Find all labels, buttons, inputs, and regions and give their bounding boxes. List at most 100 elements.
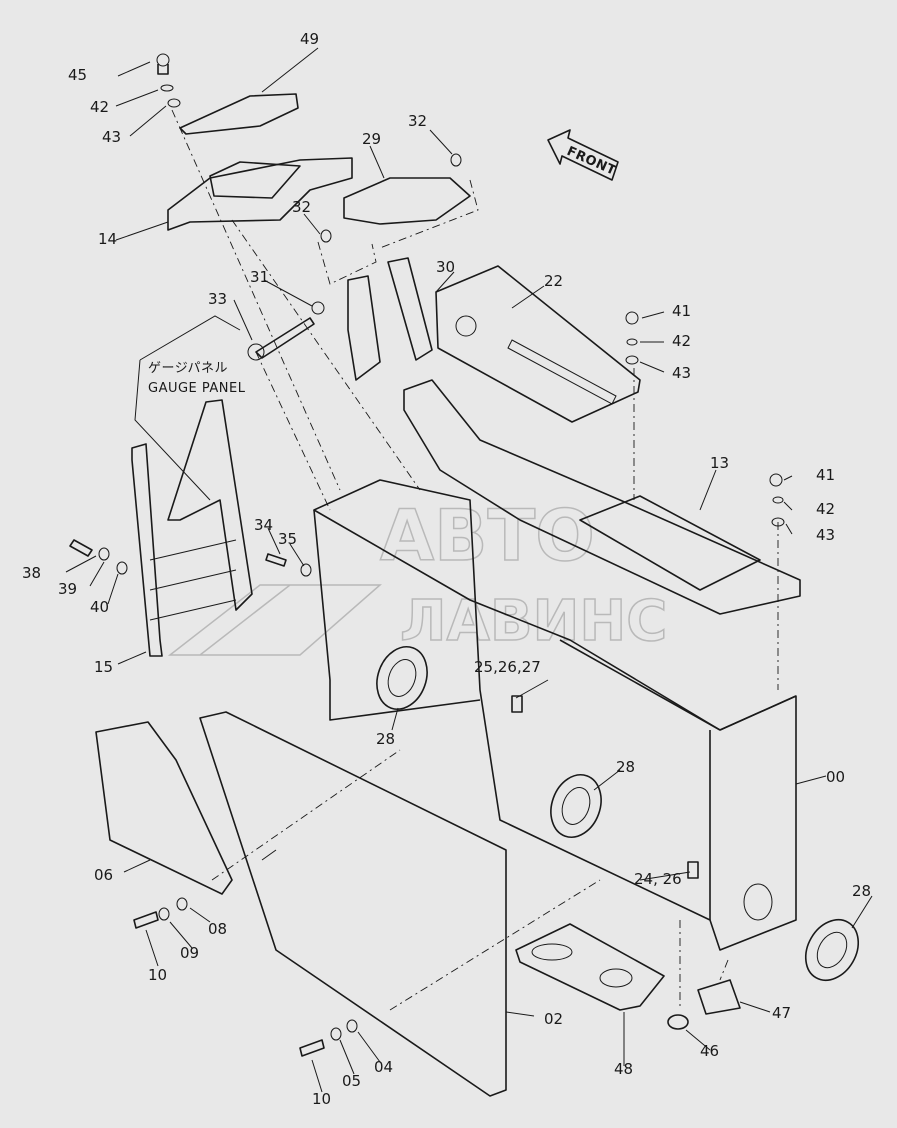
main-frame-00	[313, 479, 797, 951]
leader-lines	[65, 47, 873, 1093]
bolt-41a	[625, 311, 639, 325]
plate-06	[95, 721, 233, 895]
label-49: 49	[300, 30, 319, 48]
label-28c: 28	[852, 882, 871, 900]
gauge-panel-bracket-part	[167, 399, 253, 611]
label-43a: 43	[102, 128, 121, 146]
label-15: 15	[94, 658, 113, 676]
label-00: 00	[826, 768, 845, 786]
panel-22-hole	[455, 315, 477, 337]
bolt-25	[511, 695, 523, 713]
label-41a: 41	[672, 302, 691, 320]
label-28a: 28	[376, 730, 395, 748]
label-39: 39	[58, 580, 77, 598]
label-22: 22	[544, 272, 563, 290]
label-35: 35	[278, 530, 297, 548]
label-40: 40	[90, 598, 109, 616]
bolt-33-head	[247, 343, 265, 361]
label-14: 14	[98, 230, 117, 248]
panel-22	[435, 265, 641, 423]
grommet-28a	[376, 646, 428, 710]
bolt-45	[156, 53, 170, 67]
bracket-15	[131, 443, 163, 657]
grommet-28a-inner	[387, 659, 417, 697]
washer-31	[311, 301, 325, 315]
frame-13-opening	[579, 495, 761, 591]
watermark-text-bottom: ЛАВИНС	[400, 589, 667, 654]
label-45: 45	[68, 66, 87, 84]
washer-42c	[772, 496, 784, 504]
main-frame-00-top-edge	[559, 639, 721, 731]
bracket-15-rails	[149, 539, 237, 621]
panel-22-slot	[507, 339, 617, 405]
assembly-guides	[171, 109, 779, 1011]
front-arrow-icon	[547, 129, 619, 181]
washer-09	[158, 907, 170, 921]
label-30: 30	[436, 258, 455, 276]
label-06: 06	[94, 866, 113, 884]
bolt-34	[265, 553, 287, 567]
cover-plate-49	[179, 93, 299, 135]
washer-40	[116, 561, 128, 575]
label-04: 04	[374, 1058, 393, 1076]
label-48: 48	[614, 1060, 633, 1078]
washer-32a	[450, 153, 462, 167]
bracket-30	[387, 257, 433, 361]
bolt-41b	[769, 473, 783, 487]
label-34: 34	[254, 516, 273, 534]
washer-43b	[625, 355, 639, 365]
plate-02	[199, 711, 507, 1097]
grommet-28c-inner	[816, 931, 848, 969]
main-frame-00-side	[313, 509, 481, 721]
gauge-panel-bracket	[134, 315, 241, 501]
watermark-text-top: АВТО	[380, 495, 595, 577]
bolt-10a	[133, 911, 159, 929]
rubber-46	[667, 1014, 689, 1030]
bolt-10b	[299, 1039, 325, 1057]
grommet-28b-inner	[561, 787, 591, 825]
label-32b: 32	[292, 198, 311, 216]
label-31: 31	[250, 268, 269, 286]
grommet-28b	[550, 774, 602, 838]
bolt-33	[255, 317, 315, 359]
label-29: 29	[362, 130, 381, 148]
plate-29	[343, 177, 471, 225]
mat-48-slot	[531, 943, 573, 961]
gauge-panel-en-text: GAUGE PANEL	[148, 381, 246, 396]
label-38: 38	[22, 564, 41, 582]
label-47: 47	[772, 1004, 791, 1022]
label-02: 02	[544, 1010, 563, 1028]
bracket-31	[347, 275, 381, 381]
label-43b: 43	[672, 364, 691, 382]
panel-14	[167, 157, 353, 231]
label-42c: 42	[816, 500, 835, 518]
label-33: 33	[208, 290, 227, 308]
washer-32b	[320, 229, 332, 243]
washer-42b	[626, 338, 638, 346]
watermark-logo	[167, 584, 382, 656]
front-arrow: FRONT	[547, 129, 619, 181]
washer-04	[346, 1019, 358, 1033]
main-frame-00-hole	[743, 883, 773, 921]
bolt-45-shank	[157, 64, 169, 75]
washer-39	[98, 547, 110, 561]
grommet-28c	[804, 919, 860, 981]
rubber-47	[697, 979, 741, 1015]
mat-48	[515, 923, 665, 1011]
label-10a: 10	[148, 966, 167, 984]
watermark: АВТО ЛАВИНС	[167, 494, 668, 656]
washer-35	[300, 563, 312, 577]
bolt-38	[69, 539, 93, 557]
main-frame-00-box	[709, 695, 797, 920]
label-08: 08	[208, 920, 227, 938]
gauge-panel-callout: ゲージパネル GAUGE PANEL	[134, 315, 246, 501]
panel-14-opening	[209, 161, 301, 199]
bolt-24	[687, 861, 699, 879]
washer-42a	[160, 84, 174, 92]
label-09: 09	[180, 944, 199, 962]
label-46: 46	[700, 1042, 719, 1060]
label-41b: 41	[816, 466, 835, 484]
frame-13	[403, 379, 801, 615]
label-10b: 10	[312, 1090, 331, 1108]
